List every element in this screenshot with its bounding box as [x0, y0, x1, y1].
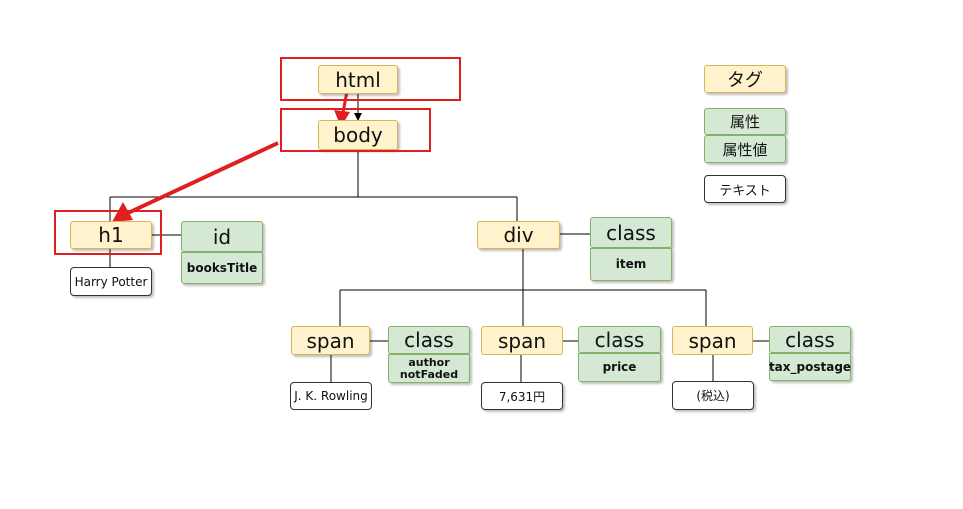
red-arrowhead-body-h1 — [112, 202, 133, 222]
legend-attribute-value: 属性値 — [704, 135, 786, 163]
node-h1-attr-value: booksTitle — [181, 252, 263, 284]
highlight-h1 — [54, 210, 162, 255]
node-h1: h1 — [70, 221, 152, 249]
node-span-tax-attr-value: tax_postage — [769, 353, 851, 381]
node-span-price-text: 7,631円 — [481, 382, 563, 410]
legend-tag: タグ — [704, 65, 786, 93]
node-span-price-attr-class: class — [578, 326, 661, 353]
highlight-html — [280, 57, 461, 101]
red-arrowhead-html-body — [334, 110, 350, 127]
red-arrow-body-h1 — [127, 141, 279, 215]
node-div-attr-value: item — [590, 248, 672, 281]
node-span-tax: span — [672, 326, 753, 355]
node-h1-text: Harry Potter — [70, 267, 152, 296]
node-span-author-text: J. K. Rowling — [290, 382, 372, 410]
highlight-body — [280, 108, 431, 152]
node-span-price-attr-value: price — [578, 353, 661, 382]
node-span-author-attr-class: class — [388, 326, 470, 354]
node-span-tax-text: (税込) — [672, 381, 754, 410]
node-span-author: span — [291, 326, 370, 355]
legend-text: テキスト — [704, 175, 786, 203]
node-div: div — [477, 221, 560, 249]
node-span-price: span — [481, 326, 563, 355]
node-div-attr-class: class — [590, 217, 672, 248]
node-html: html — [318, 65, 398, 94]
node-body: body — [318, 120, 398, 150]
legend-attribute: 属性 — [704, 108, 786, 135]
node-span-tax-attr-class: class — [769, 326, 851, 353]
node-h1-attr-id: id — [181, 221, 263, 252]
node-span-author-attr-value: author notFaded — [388, 354, 470, 383]
